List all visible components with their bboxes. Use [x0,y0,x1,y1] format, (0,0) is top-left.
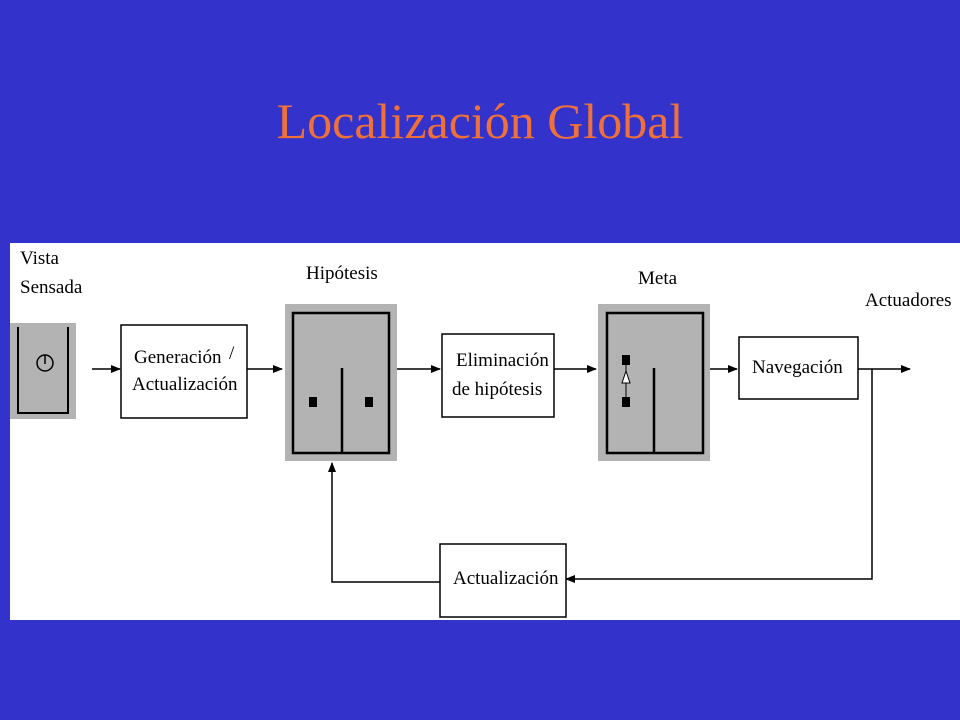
slide-title: Localización Global [276,93,684,149]
de-hipotesis-label: de hipótesis [452,379,542,400]
generacion-actualizacion-box: Generación / Actualización [120,324,248,419]
diagram-panel: Vista Sensada Generación / Actualización… [10,243,960,620]
localization-flow-diagram: Vista Sensada Generación / Actualización… [10,248,952,618]
meta-label: Meta [638,268,678,289]
generacion-slash: / [229,343,235,364]
eliminacion-label: Eliminación [456,350,549,371]
actuadores-label: Actuadores [865,290,952,311]
feedback-line-to-hipotesis [328,462,440,583]
meta-map-icon [598,304,710,461]
hipotesis-label: Hipótesis [306,263,378,284]
navegacion-label: Navegación [752,357,843,378]
hipotesis-map-icon [285,304,397,461]
actualizacion-label: Actualización [453,568,559,589]
vista-label: Vista [20,248,60,269]
sensada-label-text: Sensada [20,277,83,298]
sensor-view-icon [10,323,76,419]
feedback-line-to-actualizacion [565,369,873,583]
generacion-actualizacion-label: Actualización [132,374,238,395]
navegacion-box: Navegación [738,336,859,400]
generacion-label: Generación [134,347,222,368]
eliminacion-box: Eliminación de hipótesis [441,333,555,418]
actualizacion-box: Actualización [439,543,567,618]
